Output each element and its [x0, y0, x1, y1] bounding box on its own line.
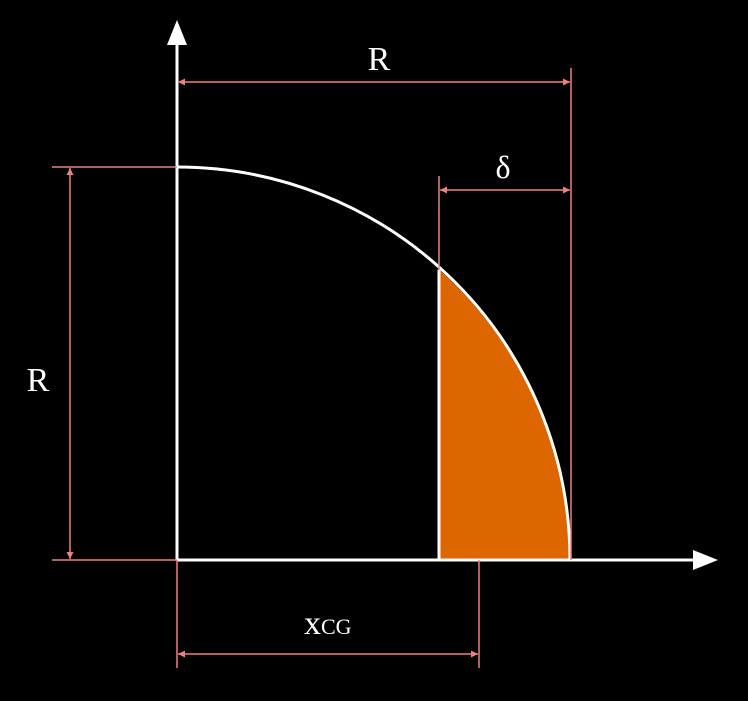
- quarter-circle-arc: [176, 165, 572, 561]
- arrow-up-icon: [167, 20, 187, 45]
- label-top-radius: R: [368, 41, 391, 78]
- label-xcg-main: x: [304, 605, 321, 642]
- shaded-segment: [439, 269, 570, 560]
- label-xcg: xCG: [304, 605, 352, 642]
- label-left-radius: R: [27, 362, 50, 399]
- arrow-right-icon: [693, 550, 718, 570]
- label-delta: δ: [495, 149, 510, 185]
- label-xcg-subscript: CG: [321, 614, 352, 639]
